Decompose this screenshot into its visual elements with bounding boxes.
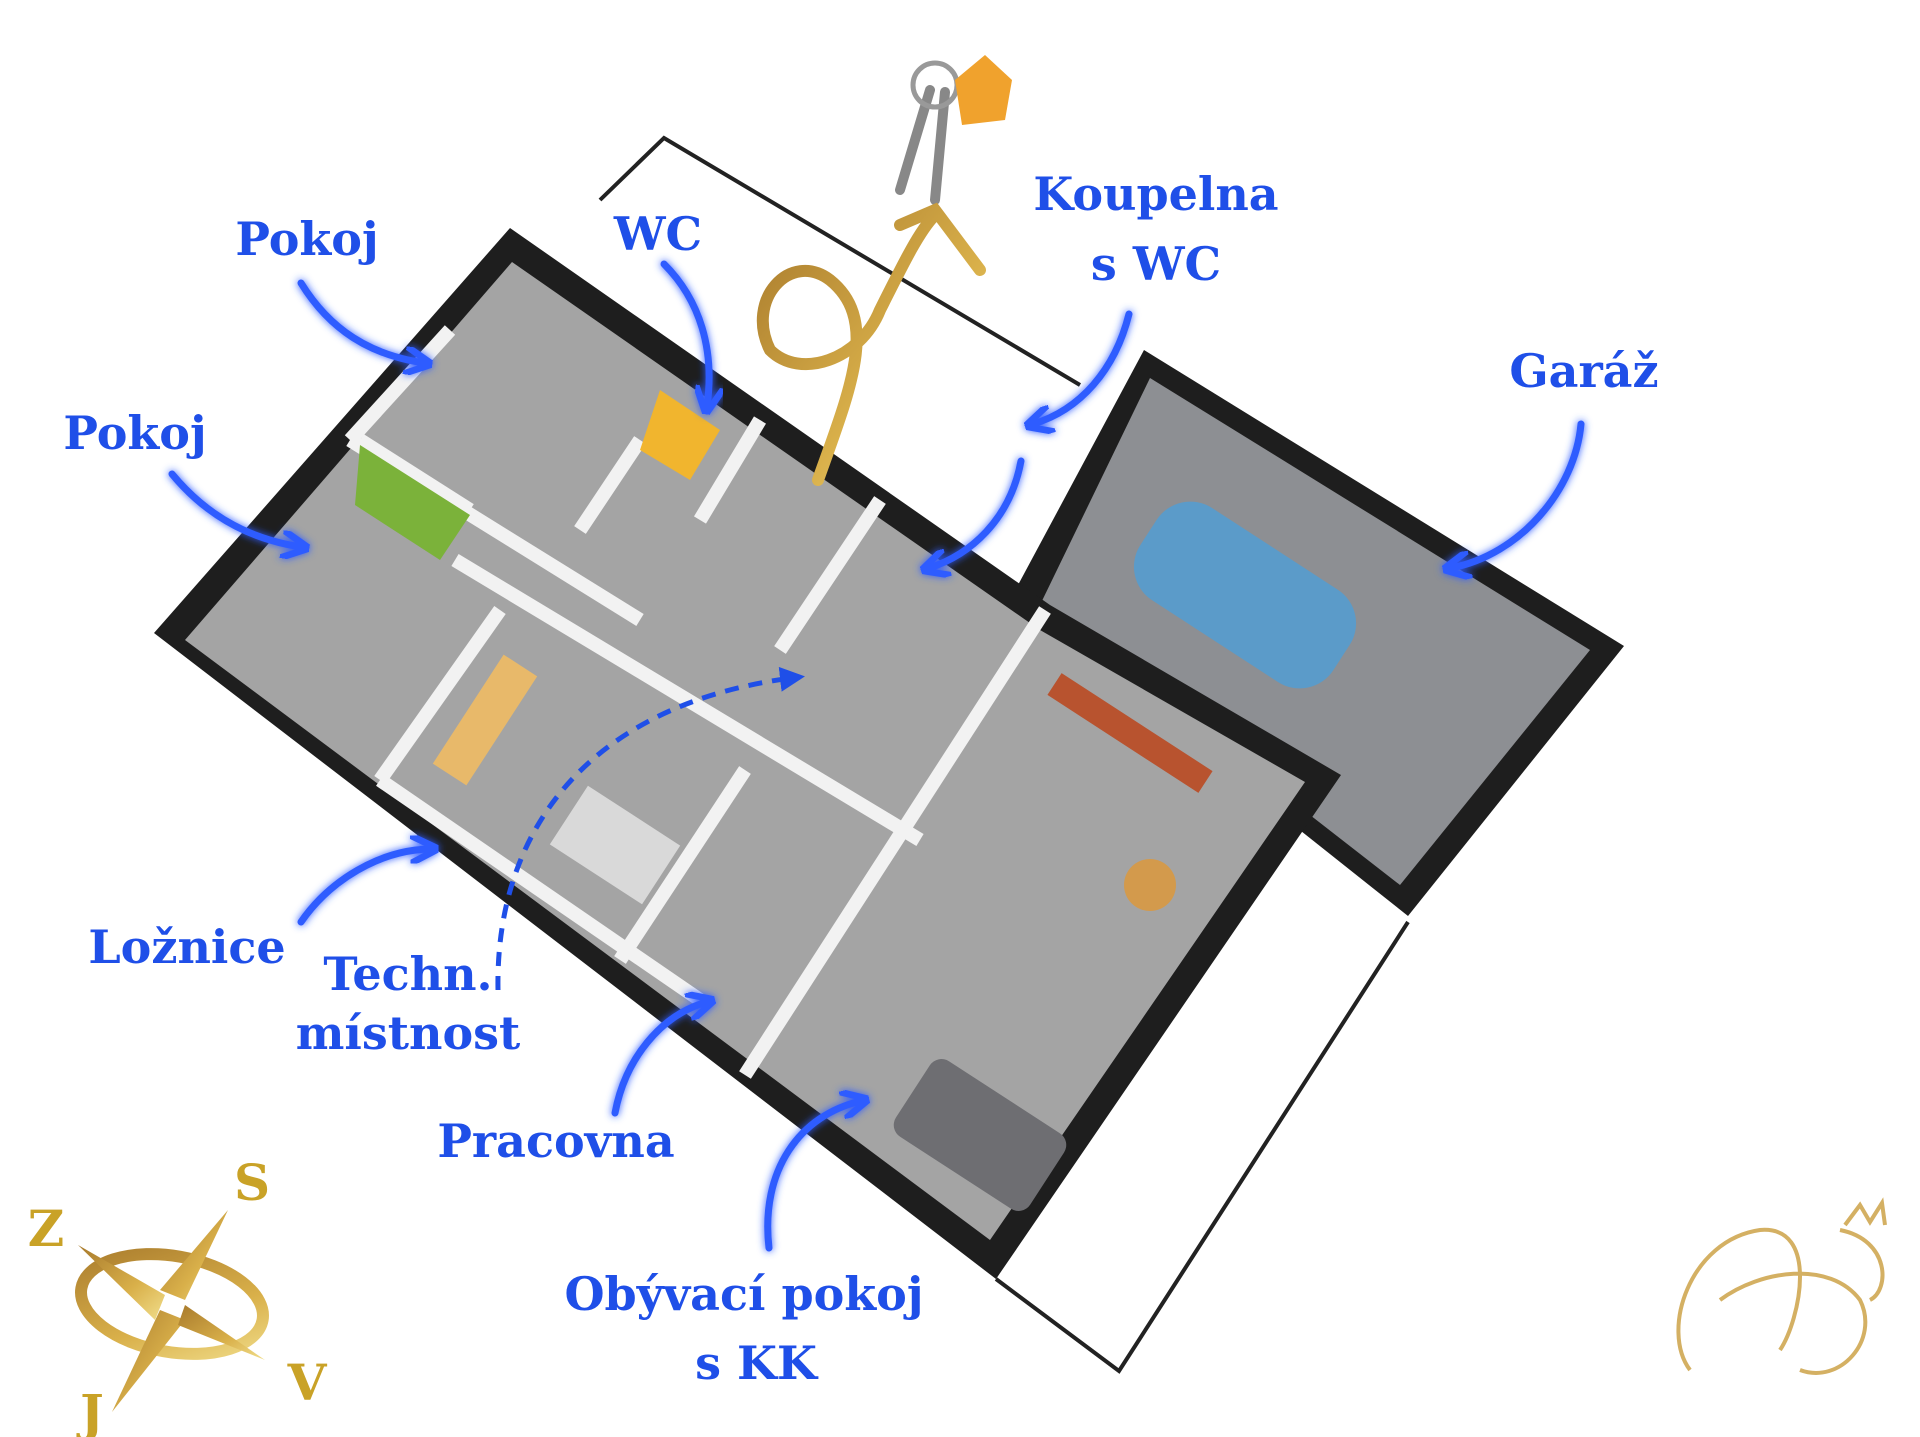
- car: [1133, 501, 1357, 689]
- arrow-koupelna-2: [929, 457, 1025, 568]
- arrow-loznice: [297, 849, 430, 926]
- house-keys-icon: [895, 55, 1012, 205]
- compass-north: S: [234, 1153, 270, 1212]
- label-pokoj-top: Pokoj: [235, 212, 378, 266]
- label-pracovna: Pracovna: [437, 1114, 674, 1168]
- compass-south: J: [76, 1383, 104, 1437]
- label-loznice: Ložnice: [88, 920, 285, 974]
- arrow-wc: [660, 260, 709, 406]
- arrow-pokoj-left: [168, 470, 301, 547]
- arrow-pracovna: [611, 1002, 707, 1117]
- label-techn-1: Techn.: [323, 947, 492, 1001]
- wardrobe: [432, 654, 538, 786]
- wc-room: [640, 390, 720, 480]
- arrow-koupelna-1: [1033, 310, 1133, 424]
- label-obyvaci-1: Obývací pokoj: [564, 1267, 923, 1321]
- compass-east: V: [287, 1353, 328, 1412]
- table: [1124, 859, 1176, 911]
- accent-wall: [355, 445, 470, 560]
- compass-rose-icon: S Z V J: [28, 1153, 328, 1437]
- arrow-obyvaci: [764, 1101, 861, 1252]
- house: [154, 228, 1624, 1279]
- as-monogram-logo: [1676, 1197, 1887, 1375]
- label-wc: WC: [613, 207, 702, 261]
- arrow-pokoj-top: [297, 279, 424, 363]
- label-obyvaci-2: s KK: [695, 1336, 819, 1390]
- label-pokoj-left: Pokoj: [63, 406, 206, 460]
- sofa: [893, 1059, 1067, 1211]
- label-garaz: Garáž: [1509, 344, 1658, 398]
- bed: [549, 785, 681, 905]
- compass-west: Z: [28, 1199, 65, 1258]
- label-koupelna-2: s WC: [1091, 237, 1221, 291]
- label-techn-2: místnost: [296, 1006, 521, 1060]
- label-koupelna-1: Koupelna: [1033, 167, 1278, 221]
- kitchen-counter: [1047, 673, 1213, 793]
- gold-heart-arrow: [756, 202, 986, 486]
- room-arrows: [168, 260, 1585, 1252]
- room-labels: Pokoj WC Koupelna s WC Garáž Pokoj Ložni…: [63, 167, 1658, 1390]
- arrow-garaz: [1451, 420, 1585, 568]
- lot-outline: [598, 135, 1410, 1374]
